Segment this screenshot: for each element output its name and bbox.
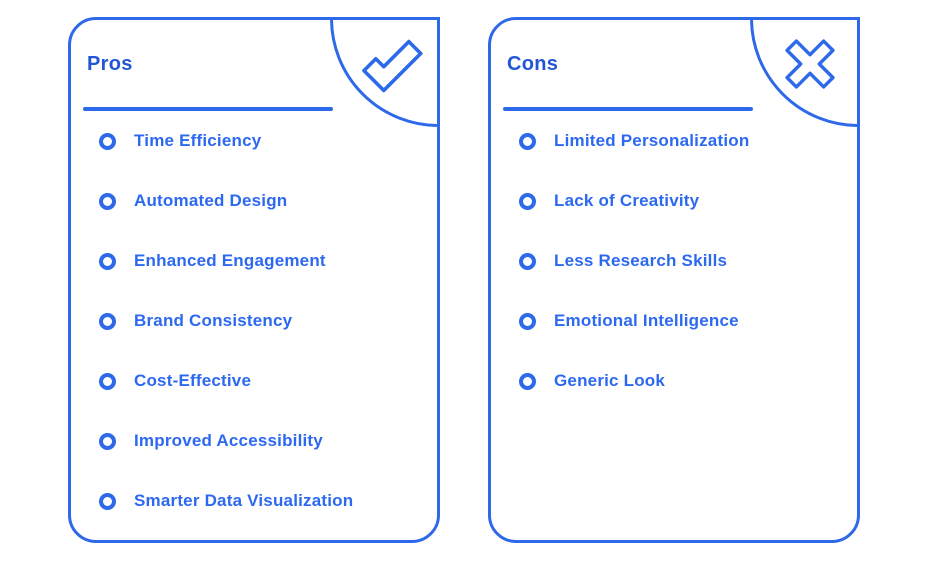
list-item-label: Improved Accessibility	[134, 431, 323, 451]
circle-bullet-icon	[99, 433, 116, 450]
list-item: Improved Accessibility	[87, 412, 421, 472]
circle-bullet-icon	[519, 133, 536, 150]
title-divider	[83, 107, 333, 111]
list-item-label: Automated Design	[134, 191, 288, 211]
list-item-label: Cost-Effective	[134, 371, 252, 391]
circle-bullet-icon	[99, 133, 116, 150]
list-item: Automated Design	[87, 172, 421, 232]
pros-item-list: Time Efficiency Automated Design Enhance…	[87, 112, 421, 532]
list-item: Brand Consistency	[87, 292, 421, 352]
cons-card: Cons Limited Personalization Lack of Cre…	[488, 17, 860, 543]
circle-bullet-icon	[99, 313, 116, 330]
list-item: Generic Look	[507, 352, 841, 412]
list-item: Cost-Effective	[87, 352, 421, 412]
card-title: Cons	[507, 53, 559, 75]
circle-bullet-icon	[99, 373, 116, 390]
cross-icon	[779, 33, 841, 95]
circle-bullet-icon	[99, 493, 116, 510]
list-item-label: Lack of Creativity	[554, 191, 700, 211]
list-item: Lack of Creativity	[507, 172, 841, 232]
list-item-label: Smarter Data Visualization	[134, 491, 354, 511]
list-item-label: Time Efficiency	[134, 131, 262, 151]
circle-bullet-icon	[519, 253, 536, 270]
list-item: Emotional Intelligence	[507, 292, 841, 352]
circle-bullet-icon	[519, 313, 536, 330]
title-divider	[503, 107, 753, 111]
list-item-label: Less Research Skills	[554, 251, 728, 271]
circle-bullet-icon	[99, 253, 116, 270]
card-title: Pros	[87, 53, 133, 75]
list-item: Less Research Skills	[507, 232, 841, 292]
list-item-label: Generic Look	[554, 371, 666, 391]
check-icon	[360, 37, 426, 99]
list-item: Smarter Data Visualization	[87, 472, 421, 532]
list-item: Enhanced Engagement	[87, 232, 421, 292]
list-item-label: Brand Consistency	[134, 311, 293, 331]
list-item-label: Emotional Intelligence	[554, 311, 739, 331]
list-item-label: Limited Personalization	[554, 131, 750, 151]
cons-item-list: Limited Personalization Lack of Creativi…	[507, 112, 841, 412]
pros-card: Pros Time Efficiency Automated Design En…	[68, 17, 440, 543]
circle-bullet-icon	[99, 193, 116, 210]
list-item: Limited Personalization	[507, 112, 841, 172]
list-item-label: Enhanced Engagement	[134, 251, 326, 271]
circle-bullet-icon	[519, 193, 536, 210]
list-item: Time Efficiency	[87, 112, 421, 172]
circle-bullet-icon	[519, 373, 536, 390]
